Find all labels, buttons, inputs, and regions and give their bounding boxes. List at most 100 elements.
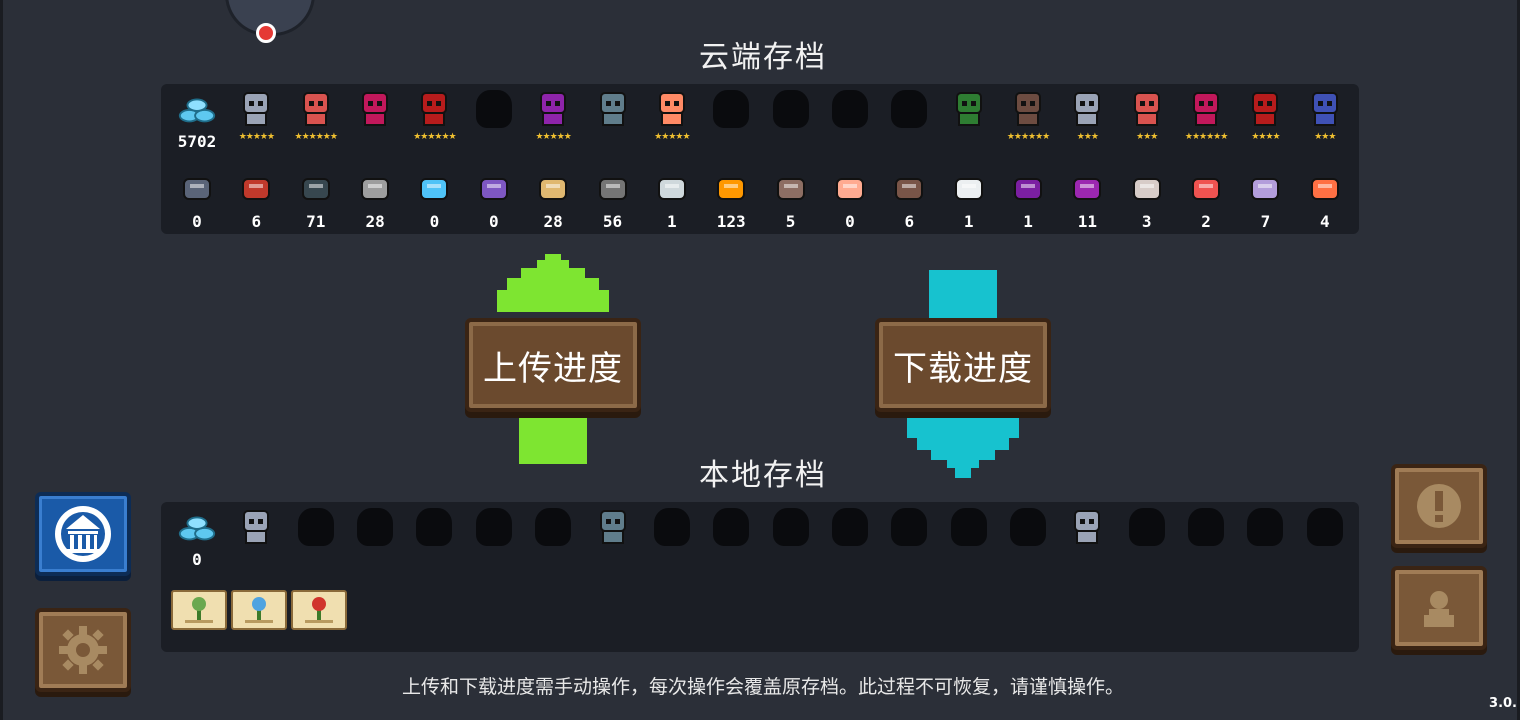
demon-sprite-icon bbox=[1074, 92, 1101, 126]
character-slot[interactable] bbox=[1119, 506, 1175, 568]
local-character-row: 0 bbox=[169, 506, 1353, 569]
account-button[interactable] bbox=[1391, 566, 1487, 650]
material-slot: 0 bbox=[169, 168, 225, 231]
material-slot: 123 bbox=[703, 168, 759, 231]
character-slot[interactable] bbox=[822, 506, 878, 568]
material-slot: 11 bbox=[1059, 168, 1115, 231]
character-slot[interactable]: ★★★ bbox=[1059, 88, 1115, 150]
upload-progress-label: 上传进度 bbox=[483, 348, 623, 389]
character-slot[interactable] bbox=[1297, 506, 1353, 568]
material-count: 28 bbox=[365, 212, 385, 231]
character-slot[interactable] bbox=[1000, 506, 1056, 568]
skin-stars: ★★★★★ bbox=[654, 132, 690, 142]
machine-icon bbox=[776, 178, 805, 200]
exclamation-icon bbox=[1417, 484, 1461, 528]
character-slot[interactable]: ★★★★★ bbox=[228, 88, 284, 150]
settings-gear-icon bbox=[59, 626, 107, 674]
gem-counter: 0 bbox=[169, 506, 225, 569]
material-count: 28 bbox=[543, 212, 563, 231]
character-slot[interactable] bbox=[347, 506, 403, 568]
character-slot[interactable] bbox=[703, 506, 759, 568]
material-count: 0 bbox=[845, 212, 855, 231]
material-slot: 1 bbox=[1000, 168, 1056, 231]
character-slot[interactable] bbox=[763, 506, 819, 568]
berserker-sprite-icon bbox=[1015, 92, 1042, 126]
character-slot[interactable] bbox=[466, 88, 522, 150]
locked-character-silhouette bbox=[357, 508, 394, 546]
character-slot[interactable] bbox=[763, 88, 819, 150]
locked-character-silhouette bbox=[1128, 508, 1165, 546]
character-slot[interactable] bbox=[941, 506, 997, 568]
character-slot[interactable]: ★★★★★★ bbox=[1000, 88, 1056, 150]
museum-button[interactable] bbox=[35, 492, 131, 576]
character-slot[interactable] bbox=[703, 88, 759, 150]
cloud-save-panel: 5702★★★★★★★★★★★★★★★★★★★★★★★★★★★★★★★★★★★★… bbox=[161, 84, 1359, 234]
character-slot[interactable]: ★★★★ bbox=[1237, 88, 1293, 150]
vampire-sprite-icon bbox=[599, 510, 626, 544]
material-count: 7 bbox=[1260, 212, 1271, 231]
gem-counter: 5702 bbox=[169, 88, 225, 151]
star-crystal-icon bbox=[1251, 178, 1280, 200]
notice-button[interactable] bbox=[1391, 464, 1487, 548]
material-count: 11 bbox=[1077, 212, 1098, 231]
character-slot[interactable] bbox=[881, 506, 937, 568]
character-slot[interactable] bbox=[941, 88, 997, 150]
character-slot[interactable]: ★★★★★ bbox=[644, 88, 700, 150]
material-slot: 0 bbox=[822, 168, 878, 231]
character-slot[interactable]: ★★★★★★ bbox=[406, 88, 462, 150]
material-slot: 5 bbox=[763, 168, 819, 231]
locked-character-silhouette bbox=[1247, 508, 1284, 546]
battery-icon bbox=[301, 178, 330, 200]
silver-plate-icon bbox=[954, 178, 983, 200]
download-progress-button[interactable]: 下载进度 bbox=[875, 318, 1051, 412]
cloud-character-row: 5702★★★★★★★★★★★★★★★★★★★★★★★★★★★★★★★★★★★★… bbox=[169, 88, 1353, 151]
pet-badge[interactable] bbox=[225, 0, 315, 43]
character-slot[interactable] bbox=[822, 88, 878, 150]
settings-button[interactable] bbox=[35, 608, 131, 692]
character-slot[interactable] bbox=[347, 88, 403, 150]
character-slot[interactable] bbox=[881, 88, 937, 150]
locked-character-silhouette bbox=[1188, 508, 1225, 546]
material-slot: 4 bbox=[1297, 168, 1353, 231]
plant-card[interactable] bbox=[231, 590, 287, 630]
character-slot[interactable] bbox=[228, 506, 284, 568]
plant-card[interactable] bbox=[291, 590, 347, 630]
character-slot[interactable] bbox=[1059, 506, 1115, 568]
material-count: 1 bbox=[1023, 212, 1033, 231]
upload-progress-button[interactable]: 上传进度 bbox=[465, 318, 641, 412]
character-slot[interactable]: ★★★ bbox=[1297, 88, 1353, 150]
character-slot[interactable] bbox=[585, 506, 641, 568]
skin-stars: ★★★★★★ bbox=[1184, 132, 1228, 142]
id-card-icon bbox=[242, 178, 271, 200]
material-count: 4 bbox=[1320, 212, 1330, 231]
person-icon bbox=[1424, 591, 1454, 627]
red-flower-icon bbox=[305, 597, 333, 623]
robot-head-icon bbox=[835, 178, 864, 200]
material-slot: 6 bbox=[881, 168, 937, 231]
material-slot: 28 bbox=[347, 168, 403, 231]
plant-card[interactable] bbox=[171, 590, 227, 630]
gem-count: 0 bbox=[192, 550, 202, 569]
character-slot[interactable]: ★★★★★ bbox=[525, 88, 581, 150]
feather-icon bbox=[420, 178, 449, 200]
character-slot[interactable] bbox=[525, 506, 581, 568]
character-slot[interactable]: ★★★★★★ bbox=[288, 88, 344, 150]
character-slot[interactable] bbox=[288, 506, 344, 568]
character-slot[interactable]: ★★★ bbox=[1119, 88, 1175, 150]
character-slot[interactable] bbox=[406, 506, 462, 568]
skin-stars: ★★★ bbox=[1076, 132, 1099, 142]
character-slot[interactable] bbox=[585, 88, 641, 150]
skin-stars: ★★★★★★ bbox=[413, 132, 456, 142]
skin-stars: ★★★★★ bbox=[535, 132, 571, 142]
material-slot: 71 bbox=[288, 168, 344, 231]
gem-icon bbox=[178, 98, 216, 123]
character-slot[interactable] bbox=[466, 506, 522, 568]
material-count: 5 bbox=[785, 212, 796, 231]
book-sprite-icon bbox=[1311, 92, 1338, 126]
character-slot[interactable]: ★★★★★★ bbox=[1178, 88, 1234, 150]
character-slot[interactable] bbox=[1178, 506, 1234, 568]
character-slot[interactable] bbox=[1237, 506, 1293, 568]
character-slot[interactable] bbox=[644, 506, 700, 568]
demon-sprite-icon bbox=[1074, 510, 1101, 544]
